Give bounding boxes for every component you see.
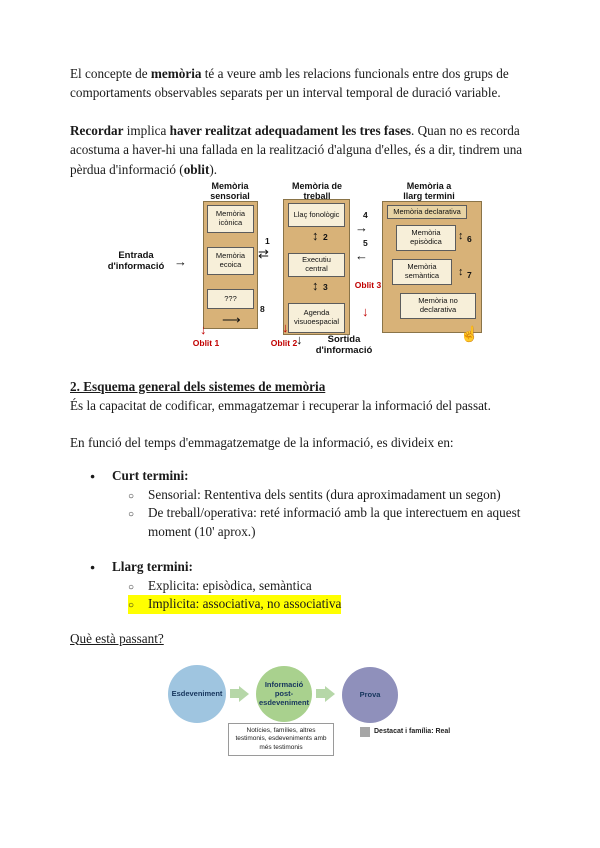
memory-systems-diagram: Memòria sensorial Memòria de treball Mem…: [70, 181, 532, 363]
question-heading: Què està passant?: [70, 630, 164, 646]
unknown-memory-box: ???: [207, 288, 254, 309]
page-content: El concepte de memòria té a veure amb le…: [70, 64, 532, 771]
post-event-info-circle: Informació post-esdeveniment: [256, 665, 312, 722]
text-segment: . Quan no es recorda acostuma a haver-hi…: [70, 123, 523, 177]
episodic-memory-box: Memòria episòdica: [396, 224, 456, 251]
diagram-number-4: 4: [363, 209, 368, 220]
sensory-memory-header: Memòria sensorial: [210, 180, 250, 202]
sub-bullet-explicita: Explicita: episòdica, semàntica: [70, 577, 532, 595]
sub-bullet-text: Sensorial: Rententiva dels sentits (dura…: [148, 486, 501, 502]
diagram-number-6: 6: [467, 233, 472, 244]
arrow-right-icon: →: [174, 253, 187, 269]
text-segment: El concepte de: [70, 66, 151, 81]
flow-arrow-head: [239, 685, 249, 702]
bullet-label: Curt termini:: [112, 468, 189, 484]
arrow-right-icon: →: [355, 219, 368, 235]
diagram-number-1: 1: [265, 235, 270, 246]
forgetting-3-label: Oblit 3: [354, 279, 382, 290]
arrow-down-icon: ↓: [282, 319, 289, 335]
bullet-label: Llarg termini:: [112, 559, 193, 575]
section-lead: En funció del temps d'emmagatzematge de …: [70, 434, 454, 450]
legend-label: Destacat i família: Real: [374, 728, 451, 736]
section-description: És la capacitat de codificar, emmagatzem…: [70, 397, 491, 413]
circle-bullet-icon: [128, 486, 148, 504]
event-circle: Esdeveniment: [168, 664, 226, 723]
text-segment-bold: oblit: [183, 161, 210, 177]
non-declarative-memory-box: Memòria no declarativa: [400, 292, 476, 319]
text-segment-bold: haver realitzat adequadament les tres fa…: [169, 123, 411, 139]
arrow-down-icon: ↓: [200, 321, 207, 337]
arrow-vertical-icon: ↕: [458, 229, 464, 242]
arrow-vertical-icon: ↕: [458, 265, 464, 278]
iconic-memory-box: Memòria icònica: [207, 204, 254, 233]
arrow-vertical-icon: ↕: [312, 277, 319, 293]
central-executive-box: Executiu central: [288, 252, 345, 277]
text-segment: té a veure amb les relacions funcionals …: [70, 66, 509, 101]
circle-bullet-icon: [128, 577, 148, 595]
arrow-down-icon: ↓: [296, 331, 303, 347]
legend-square-icon: [360, 726, 370, 737]
note-box: Notícies, famílies, altres testimonis, e…: [228, 722, 334, 756]
arrow-left-icon: ←: [355, 247, 368, 263]
diagram-number-2: 2: [323, 231, 328, 242]
text-segment: ).: [209, 161, 218, 177]
legend: Destacat i família: Real: [360, 726, 451, 737]
bullet-short-term: Curt termini:: [70, 467, 532, 485]
circle-bullet-icon: [128, 595, 148, 613]
visuospatial-sketchpad-box: Agenda visuoespacial: [288, 302, 345, 333]
event-flow-diagram: Esdeveniment Informació post-esdevenimen…: [70, 661, 532, 771]
sub-bullet-text: Implicita: associativa, no associativa: [148, 596, 342, 612]
intro-paragraph-2: Recordar implica haver realitzat adequad…: [70, 121, 532, 178]
working-memory-header: Memòria de treball: [291, 180, 342, 202]
declarative-memory-box: Memòria declarativa: [387, 204, 467, 219]
sub-bullet-text: De treball/operativa: reté informació am…: [148, 505, 521, 539]
sub-bullet-sensorial: Sensorial: Rententiva dels sentits (dura…: [70, 486, 532, 504]
sub-bullet-implicita: Implicita: associativa, no associativa: [70, 595, 532, 614]
text-segment-bold: Recordar: [70, 123, 124, 139]
flow-arrow-head: [325, 685, 335, 702]
sub-bullet-treball: De treball/operativa: reté informació am…: [70, 504, 532, 541]
intro-paragraph-1: El concepte de memòria té a veure amb le…: [70, 64, 532, 102]
flow-arrow-shaft: [316, 689, 325, 699]
arrow-bidirectional-icon: ⇄: [258, 245, 269, 261]
input-label: Entrada d'informació: [107, 249, 165, 272]
bullet-long-term: Llarg termini:: [70, 558, 532, 576]
text-segment-bold: memòria: [150, 66, 202, 81]
echoic-memory-box: Memòria ecoica: [207, 246, 254, 275]
diagram-number-3: 3: [323, 281, 328, 292]
long-arrow-right-icon: ⟶: [222, 311, 241, 327]
hand-pointer-icon: ☝: [460, 325, 479, 343]
arrow-vertical-icon: ↕: [312, 227, 319, 243]
sub-bullet-text: Explicita: episòdica, semàntica: [148, 577, 312, 593]
section-heading: 2. Esquema general dels sistemes de memò…: [70, 378, 326, 394]
flow-arrow-icon: [230, 685, 249, 702]
test-circle: Prova: [342, 666, 398, 723]
highlighted-text: Implicita: associativa, no associativa: [128, 595, 342, 614]
diagram-number-7: 7: [467, 269, 472, 280]
semantic-memory-box: Memòria semàntica: [392, 258, 452, 285]
diagram-number-8: 8: [260, 303, 265, 314]
bullet-icon: [90, 467, 112, 485]
flow-arrow-icon: [316, 685, 335, 702]
forgetting-2-label: Oblit 2: [270, 337, 298, 348]
diagram-number-5: 5: [363, 237, 368, 248]
phonological-loop-box: Llaç fonològic: [288, 202, 345, 227]
flow-arrow-shaft: [230, 689, 239, 699]
text-segment: implica: [123, 123, 170, 139]
arrow-down-icon: ↓: [362, 303, 369, 319]
long-term-memory-header: Memòria a llarg termini: [403, 180, 455, 202]
bullet-icon: [90, 558, 112, 576]
circle-bullet-icon: [128, 504, 148, 541]
forgetting-1-label: Oblit 1: [192, 337, 220, 348]
output-label: Sortida d'informació: [315, 333, 373, 356]
